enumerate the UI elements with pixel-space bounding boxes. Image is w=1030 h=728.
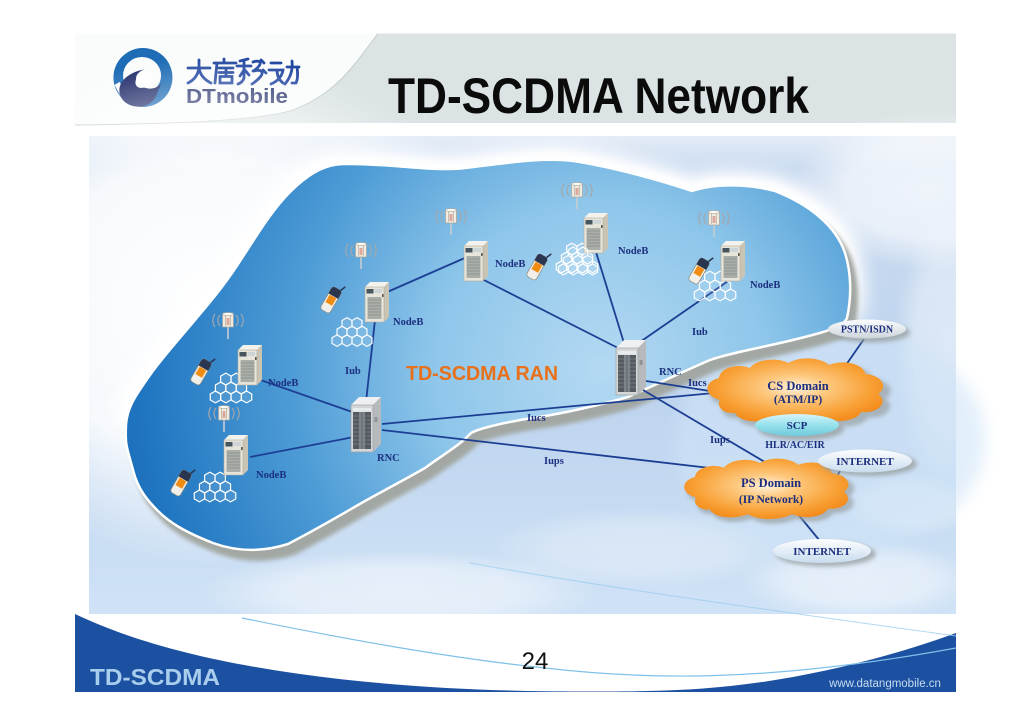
svg-text:Iub: Iub (692, 327, 708, 338)
svg-text:(ATM/IP): (ATM/IP) (774, 394, 823, 406)
svg-text:INTERNET: INTERNET (836, 456, 894, 468)
svg-text:NodeB: NodeB (256, 470, 286, 481)
svg-text:SCP: SCP (787, 420, 808, 432)
svg-text:www.datangmobile.cn: www.datangmobile.cn (828, 678, 941, 690)
svg-text:CS Domain: CS Domain (767, 379, 829, 393)
svg-text:TD-SCDMA Network: TD-SCDMA Network (388, 68, 809, 124)
svg-text:NodeB: NodeB (495, 259, 525, 270)
svg-text:RNC: RNC (659, 367, 682, 378)
svg-text:INTERNET: INTERNET (793, 546, 851, 558)
svg-text:24: 24 (522, 648, 549, 675)
svg-text:Iups: Iups (544, 456, 564, 467)
svg-text:NodeB: NodeB (268, 378, 298, 389)
svg-text:HLR/AC/EIR: HLR/AC/EIR (765, 440, 825, 451)
svg-text:NodeB: NodeB (393, 317, 423, 328)
svg-text:PSTN/ISDN: PSTN/ISDN (841, 325, 894, 336)
svg-text:Iucs: Iucs (527, 413, 546, 424)
svg-text:RNC: RNC (377, 453, 400, 464)
svg-text:TD-SCDMA: TD-SCDMA (90, 664, 220, 690)
svg-text:TD-SCDMA RAN: TD-SCDMA RAN (406, 363, 558, 385)
svg-text:NodeB: NodeB (618, 246, 648, 257)
svg-text:Iub: Iub (345, 366, 361, 377)
svg-text:Iucs: Iucs (688, 378, 707, 389)
svg-text:Iups: Iups (710, 435, 730, 446)
svg-text:NodeB: NodeB (750, 280, 780, 291)
svg-text:(IP Network): (IP Network) (739, 494, 803, 506)
svg-text:PS Domain: PS Domain (741, 476, 801, 490)
